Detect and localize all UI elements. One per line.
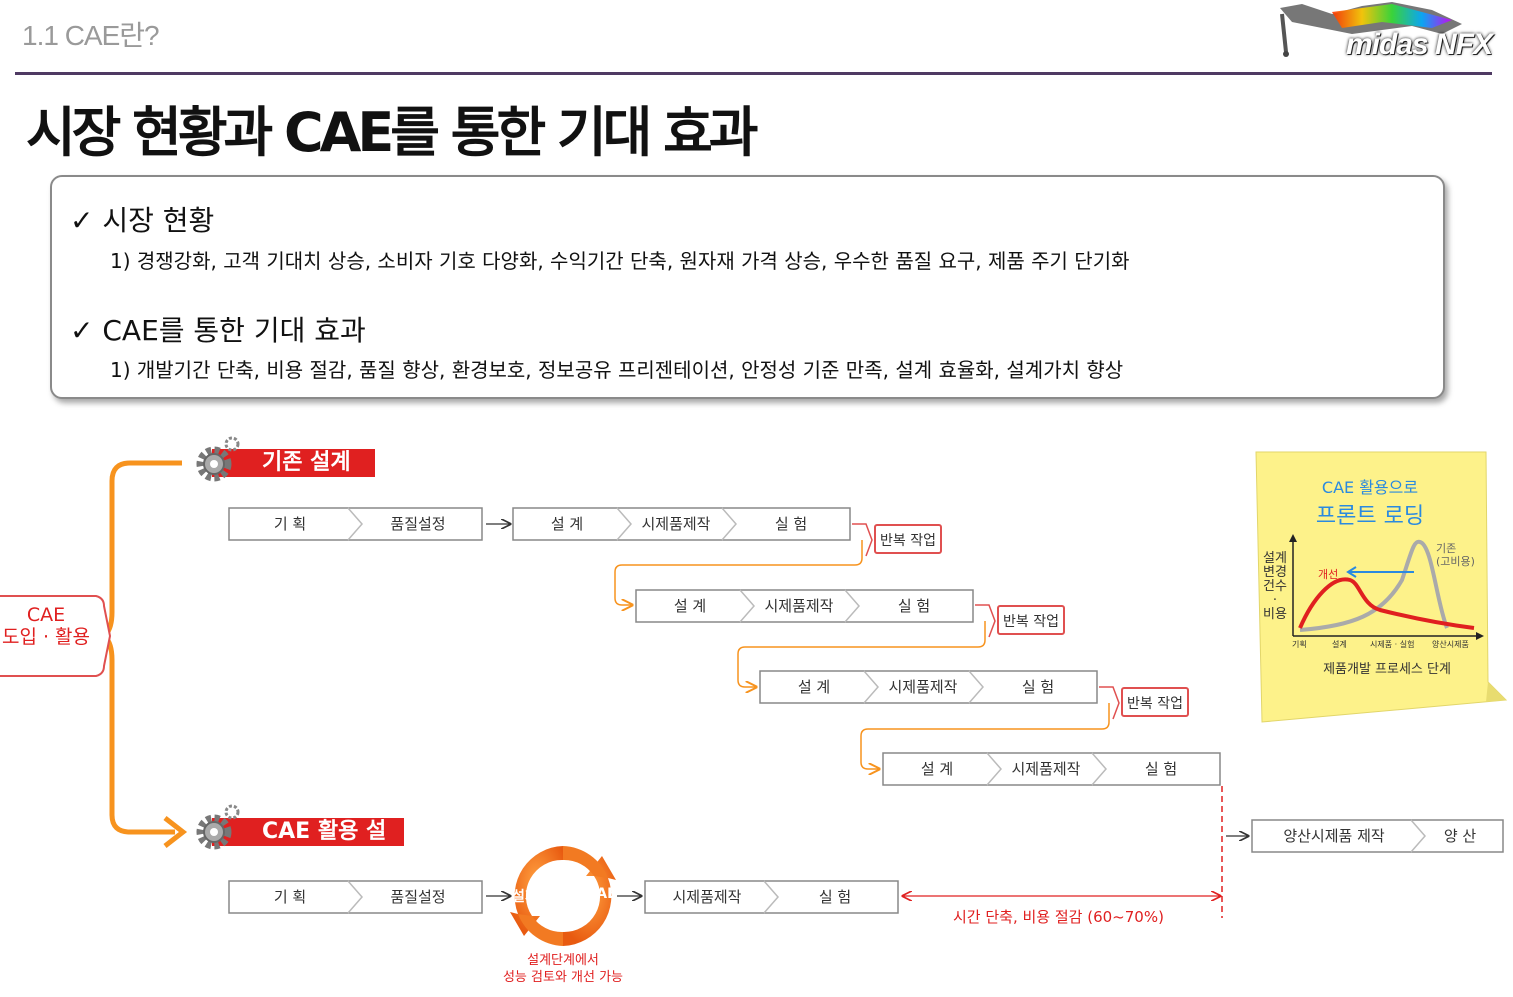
plan-row-frame (228, 880, 483, 914)
page-title: 시장 현황과 CAE를 통한 기대 효과 (26, 101, 758, 164)
ylabel-part: · (1272, 593, 1278, 608)
prototype-step: 시제품제작 (641, 515, 711, 533)
test-step: 실 험 (897, 597, 931, 615)
cycle-row-1: 설 계 시제품제작 실 험 (512, 507, 852, 541)
plan-row-cae: 기 획 품질설정 (228, 880, 484, 914)
market-heading: ✓ 시장 현황 (70, 204, 215, 237)
x-tick: 설계 (1332, 640, 1347, 649)
quality-step: 품질설정 (390, 888, 446, 906)
cae-intro-line2: 도입 · 활용 (1, 626, 91, 648)
front-loading-note: CAE 활용으로 프론트 로딩 설계 변경 건수 · 비용 기존 (고비용) 개… (1252, 450, 1508, 724)
cycle-row-2: 설 계 시제품제작 실 험 (635, 589, 975, 623)
legacy-design-banner: 기존 설계 (212, 449, 375, 477)
robot-arm-icon (1280, 2, 1462, 57)
cae-row-frame (644, 880, 899, 914)
note-title-1: CAE 활용으로 (1321, 478, 1419, 497)
logo-wordmark: midas NFX (1345, 28, 1493, 61)
cycle-row-4: 설 계 시제품제작 실 험 (882, 752, 1222, 786)
midas-nfx-logo: midas NFX (1262, 0, 1498, 68)
prototype-step: 시제품제작 (764, 597, 834, 615)
prototype-step: 시제품제작 (888, 678, 958, 696)
x-tick: 양산시제품 (1432, 640, 1469, 649)
legacy-label-line2: (고비용) (1436, 555, 1475, 568)
legacy-design-label: 기존 설계 (262, 450, 351, 475)
cae-design-label: CAE 활용 설계 (262, 819, 387, 872)
test-step: 실 험 (774, 515, 808, 533)
legacy-label-line1: 기존 (1436, 542, 1457, 555)
quality-step: 품질설정 (390, 515, 446, 533)
design-step: 설 계 (550, 515, 584, 533)
prototype-step: 시제품제작 (1011, 760, 1081, 778)
ylabel-part: 건수 (1263, 579, 1287, 594)
cycle-cae-label: CAE (586, 886, 617, 902)
test-step: 실 험 (1021, 678, 1055, 696)
x-tick: 기획 (1292, 640, 1307, 649)
mass-production-step: 양 산 (1443, 827, 1477, 845)
plan-step: 기 획 (273, 888, 307, 906)
note-legacy-label: 기존 (고비용) (1436, 542, 1475, 568)
cycle-design-label: 설계 (512, 889, 538, 905)
note-title-2: 프론트 로딩 (1315, 504, 1425, 529)
cae-intro-label: CAE 도입 · 활용 (0, 604, 92, 648)
mass-prototype-step: 양산시제품 제작 (1283, 827, 1385, 845)
saving-label: 시간 단축, 비용 절감 (60~70%) (953, 908, 1164, 926)
cycle-row-frame (635, 589, 974, 623)
design-step: 설 계 (797, 678, 831, 696)
mass-row-frame (1251, 819, 1504, 853)
summary-box: ✓ 시장 현황 1) 경쟁강화, 고객 기대치 상승, 소비자 기호 다양화, … (50, 175, 1445, 399)
gear-icon (196, 804, 240, 850)
plan-row-legacy: 기 획 품질설정 (228, 507, 484, 541)
market-body: 1) 경쟁강화, 고객 기대치 상승, 소비자 기호 다양화, 수익기간 단축,… (110, 249, 1130, 273)
note-xlabel: 제품개발 프로세스 단계 (1323, 662, 1451, 677)
ylabel-part: 변경 (1263, 565, 1287, 580)
header-rule (15, 72, 1492, 75)
section-number: 1.1 CAE란? (22, 20, 160, 51)
cycle-row-3: 설 계 시제품제작 실 험 (759, 670, 1099, 704)
test-step: 실 험 (818, 888, 852, 906)
gear-icon (196, 436, 240, 482)
cae-design-banner: CAE 활용 설계 (212, 818, 404, 872)
cae-intro-line1: CAE (26, 604, 66, 626)
cycle-caption-line2: 성능 검토와 개선 가능 (502, 970, 624, 985)
plan-row-frame (228, 507, 483, 541)
effects-heading: ✓ CAE를 통한 기대 효과 (70, 314, 366, 347)
design-cae-cycle-icon (510, 846, 616, 946)
design-step: 설 계 (920, 760, 954, 778)
effects-body: 1) 개발기간 단축, 비용 절감, 품질 향상, 환경보호, 정보공유 프리젠… (110, 358, 1124, 382)
cycle-row-frame (882, 752, 1221, 786)
cae-prototype-row: 시제품제작 실 험 (644, 880, 900, 914)
sticky-note-background (1255, 451, 1508, 723)
cycle-caption-line1: 설계단계에서 (527, 953, 599, 968)
mass-production-row: 양산시제품 제작 양 산 (1251, 819, 1505, 853)
repeat-tag: 반복 작업 (997, 605, 1065, 635)
repeat-tag: 반복 작업 (874, 524, 942, 554)
cycle-row-frame (512, 507, 851, 541)
ylabel-part: 설계 (1263, 551, 1287, 566)
plan-step: 기 획 (273, 515, 307, 533)
cycle-caption: 설계단계에서 성능 검토와 개선 가능 (470, 952, 656, 986)
test-step: 실 험 (1144, 760, 1178, 778)
repeat-tag: 반복 작업 (1121, 687, 1189, 717)
x-tick: 시제품 · 실험 (1370, 640, 1415, 649)
prototype-step: 시제품제작 (672, 888, 742, 906)
cycle-row-frame (759, 670, 1098, 704)
ylabel-part: 비용 (1263, 607, 1287, 622)
note-ylabel: 설계 변경 건수 · 비용 (1260, 552, 1290, 622)
note-improved-label: 개선 (1318, 568, 1339, 581)
design-step: 설 계 (673, 597, 707, 615)
